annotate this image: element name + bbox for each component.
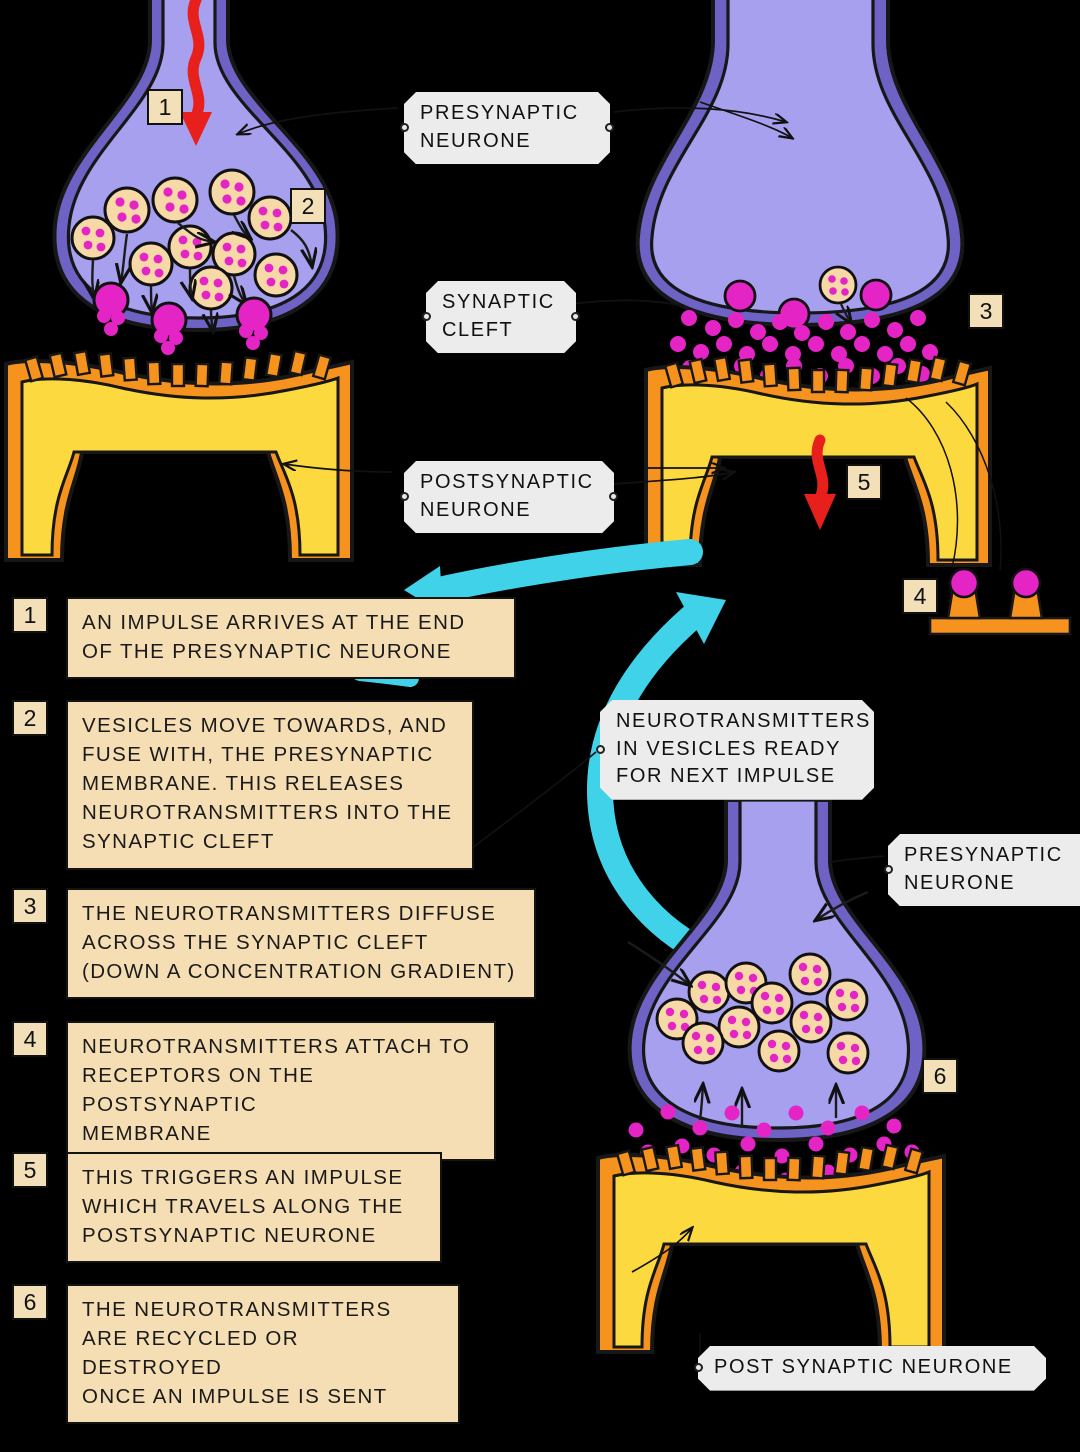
step-text-3: THE NEUROTRANSMITTERS DIFFUSE ACROSS THE… (66, 888, 536, 1000)
connector-dot-right (609, 492, 618, 502)
tag-post-synaptic-neurone-bottom: POST SYNAPTIC NEURONE (694, 1346, 1046, 1391)
connector-dot-left (422, 312, 431, 322)
badge-4-receptors-detail: 4 (902, 578, 938, 614)
step-text-1: AN IMPULSE ARRIVES AT THE END OF THE PRE… (66, 597, 516, 680)
tag-presynaptic-neurone-bottom-text: PRESYNAPTIC NEURONE (888, 834, 1080, 906)
connector-dot-left (596, 744, 605, 754)
postsynaptic-neurone-top-left (3, 349, 393, 562)
presynaptic-terminal-top-left (52, 0, 399, 333)
tag-neurotransmitters-ready: NEUROTRANSMITTERS IN VESICLES READY FOR … (596, 700, 874, 800)
presynaptic-terminal-top-right (635, 0, 965, 331)
badge-3-diffuse-across-cleft: 3 (968, 293, 1004, 329)
connector-dot-right (605, 123, 614, 133)
connector-dot-left (694, 1363, 703, 1373)
badge-2-vesicles-move: 2 (290, 188, 326, 224)
tag-synaptic-cleft: SYNAPTIC CLEFT (422, 281, 580, 353)
badge-5-postsynaptic-impulse: 5 (846, 464, 882, 500)
receptor-detail-inset (928, 567, 1072, 636)
step-text-5: THIS TRIGGERS AN IMPULSE WHICH TRAVELS A… (66, 1152, 442, 1264)
step-text-6: THE NEUROTRANSMITTERS ARE RECYCLED OR DE… (66, 1284, 460, 1425)
badge-1-impulse-arrives: 1 (147, 89, 183, 125)
tag-post-synaptic-neurone-bottom-text: POST SYNAPTIC NEURONE (698, 1346, 1046, 1391)
vesicles-top-left (70, 168, 312, 355)
step-number-6: 6 (12, 1284, 48, 1320)
step-number-4: 4 (12, 1021, 48, 1057)
badge-6-recycled-destroyed: 6 (922, 1058, 958, 1094)
tag-presynaptic-neurone-top: PRESYNAPTIC NEURONE (400, 92, 614, 164)
step-number-3: 3 (12, 888, 48, 924)
step-number-1: 1 (12, 597, 48, 633)
fusing-vesicles-top-left (92, 281, 273, 355)
tag-postsynaptic-neurone-top-text: POSTSYNAPTIC NEURONE (404, 461, 614, 533)
tag-presynaptic-neurone-top-text: PRESYNAPTIC NEURONE (404, 92, 610, 164)
connector-dot-left (400, 123, 409, 133)
tag-postsynaptic-neurone-top: POSTSYNAPTIC NEURONE (400, 461, 618, 533)
step-number-2: 2 (12, 700, 48, 736)
connector-dot-left (400, 492, 409, 502)
neurotransmitters-bottom-cleft (628, 1104, 920, 1188)
postsynaptic-neurone-bottom-right (596, 1143, 946, 1356)
step-number-5: 5 (12, 1152, 48, 1188)
tag-synaptic-cleft-text: SYNAPTIC CLEFT (426, 281, 576, 353)
tag-neurotransmitters-ready-text: NEUROTRANSMITTERS IN VESICLES READY FOR … (600, 700, 874, 800)
connector-dot-right (571, 312, 580, 322)
neurotransmitters-in-cleft (670, 310, 938, 384)
step-text-4: NEUROTRANSMITTERS ATTACH TO RECEPTORS ON… (66, 1021, 496, 1162)
step-text-2: VESICLES MOVE TOWARDS, AND FUSE WITH, TH… (66, 700, 474, 870)
postsynaptic-neurone-top-right (644, 355, 1002, 571)
tag-presynaptic-neurone-bottom: PRESYNAPTIC NEURONE (884, 834, 1080, 906)
